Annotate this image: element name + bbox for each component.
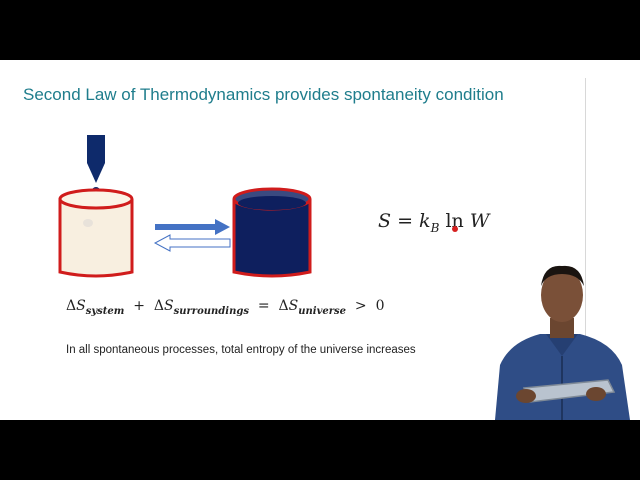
entropy-equation: ΔSsystem + ΔSsurroundings = ΔSuniverse >… (66, 298, 385, 317)
presenter-image (495, 265, 630, 420)
slide-divider (585, 78, 586, 408)
mixing-diagram (58, 135, 312, 278)
slide-caption: In all spontaneous processes, total entr… (66, 344, 416, 356)
beaker-clear-icon (58, 188, 134, 278)
laser-pointer-dot (452, 226, 458, 232)
beaker-filled-icon (232, 187, 312, 278)
boltzmann-equation: S = kB ln W (378, 210, 490, 235)
letterbox-top (0, 0, 640, 60)
lecture-slide: Second Law of Thermodynamics provides sp… (0, 60, 640, 420)
letterbox-bottom (0, 420, 640, 480)
slide-title: Second Law of Thermodynamics provides sp… (23, 85, 504, 104)
reverse-arrow-icon (153, 234, 231, 252)
forward-arrow-icon (155, 219, 230, 235)
